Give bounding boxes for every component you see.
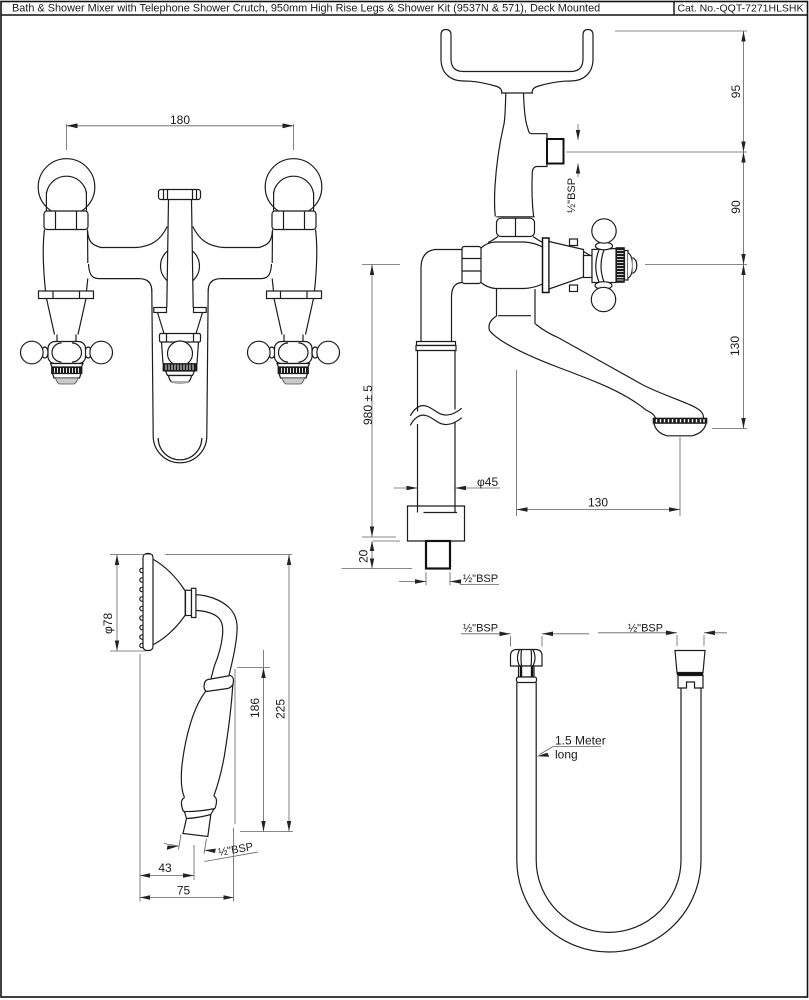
svg-text:20: 20 [357,549,371,563]
svg-text:½"BSP: ½"BSP [566,178,578,213]
svg-text:180: 180 [170,113,190,127]
svg-text:Cat. No.-QQT-7271HLSHK: Cat. No.-QQT-7271HLSHK [677,3,803,15]
svg-text:½"BSP: ½"BSP [463,623,498,635]
svg-text:225: 225 [274,699,288,719]
svg-text:186: 186 [248,698,262,718]
svg-text:½"BSP: ½"BSP [463,573,498,585]
svg-text:90: 90 [729,200,743,214]
svg-text:½"BSP: ½"BSP [628,623,663,635]
svg-text:75: 75 [177,884,191,898]
svg-text:φ45: φ45 [477,475,498,489]
svg-text:95: 95 [729,85,743,99]
svg-text:long: long [555,748,578,762]
svg-text:φ78: φ78 [101,613,115,634]
svg-text:Bath & Shower Mixer with Telep: Bath & Shower Mixer with Telephone Showe… [12,3,600,15]
svg-text:43: 43 [158,861,172,875]
svg-text:130: 130 [728,336,742,356]
svg-text:1.5 Meter: 1.5 Meter [555,734,606,748]
svg-text:130: 130 [588,496,608,510]
svg-text:980 ± 5: 980 ± 5 [361,385,375,425]
